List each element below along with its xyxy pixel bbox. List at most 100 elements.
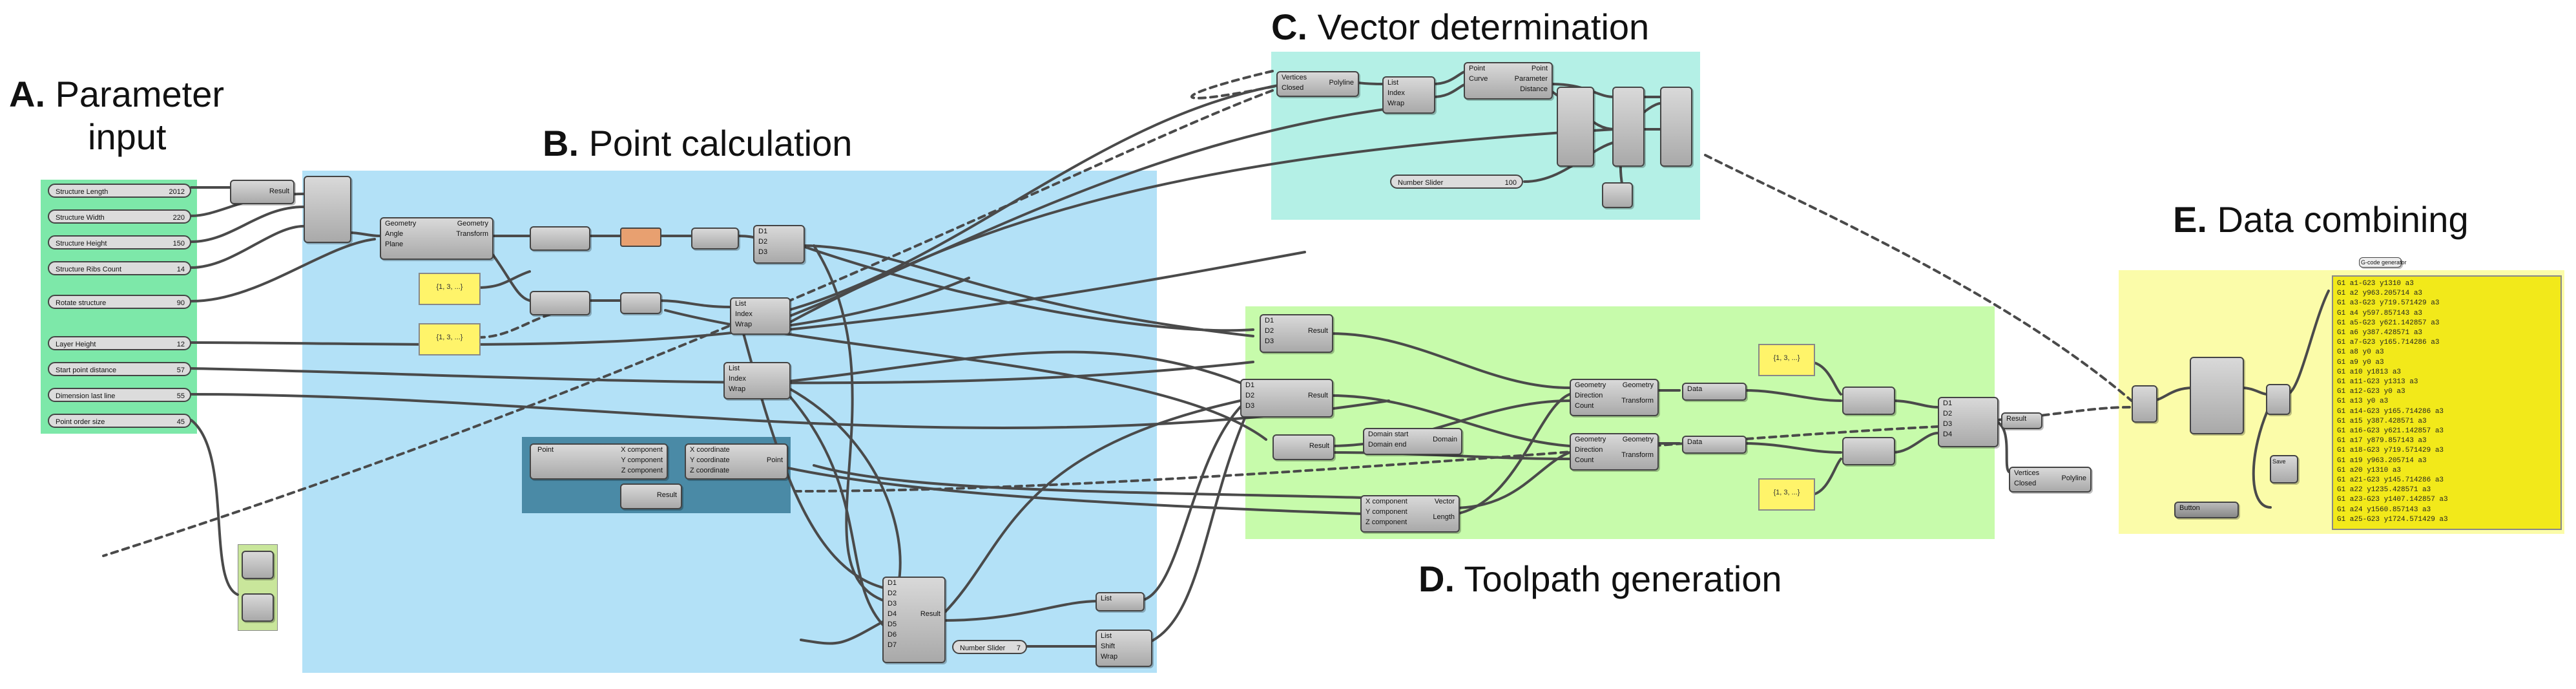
addition-component[interactable]: Result [620, 483, 682, 509]
vector-component-2[interactable] [1660, 87, 1692, 167]
flatten-data-component-1[interactable]: Data [1682, 383, 1747, 401]
wire [2285, 290, 2330, 396]
cluster-component[interactable] [242, 593, 274, 622]
wire [1136, 399, 1248, 602]
concatenate-component[interactable] [2132, 385, 2157, 423]
wire [190, 419, 239, 596]
negative-component[interactable] [1602, 182, 1633, 208]
port-d3: D3 [1943, 420, 1953, 428]
vector-component-1[interactable] [1612, 87, 1645, 167]
shift-list-component[interactable]: List Shift Wrap [1096, 630, 1152, 667]
divide-component-2[interactable] [530, 291, 590, 315]
deconstruct-vector-component[interactable]: Point X component Y component Z componen… [530, 443, 668, 480]
port-d3: D3 [1265, 337, 1274, 345]
header-c: C. Vector determination [1271, 9, 1649, 45]
curve-closest-point-component[interactable]: Point Curve Point Parameter Distance [1464, 62, 1553, 100]
curve-label: Curve [1469, 75, 1488, 83]
text-join-component[interactable] [2190, 357, 2244, 434]
slider-label: Number Slider [960, 644, 1006, 652]
merge-d4-component[interactable]: D1 D2 D3 D4 [1938, 397, 1999, 447]
data-label: Data [1687, 438, 1703, 446]
save-component[interactable]: Save [2270, 455, 2298, 483]
y-component-label: Y component [621, 456, 663, 464]
expression-component[interactable]: Result [230, 180, 295, 204]
panel-list-d1[interactable]: {1, 3, ...} [1758, 344, 1815, 376]
header-a-line2: input [88, 116, 167, 157]
cluster-component[interactable] [242, 551, 274, 579]
wire [1743, 442, 1842, 454]
wire [1743, 389, 1842, 402]
wire [800, 244, 1254, 332]
port-d2: D2 [758, 238, 768, 246]
rotate-component[interactable]: Geometry Angle Plane Geometry Transform [380, 217, 493, 260]
panel-list-1[interactable]: {1, 3, ...} [419, 273, 481, 305]
slider-value: 12 [176, 341, 185, 348]
divide-component-1[interactable] [530, 226, 590, 251]
wire [813, 464, 1364, 499]
plane-label: Plane [385, 240, 404, 248]
construct-plane-component[interactable] [304, 176, 351, 243]
construct-point-component[interactable]: X coordinate Y coordinate Z coordinate P… [685, 443, 788, 480]
addition-component-d[interactable]: Result [1272, 434, 1335, 460]
wire-dashed [1704, 154, 2133, 402]
construct-domain-component[interactable]: Domain start Domain end Domain [1363, 428, 1462, 455]
merge-d-component-d2[interactable]: D1 D2 D3 Result [1240, 379, 1333, 418]
wire-dashed [1190, 70, 1287, 100]
port-d2: D2 [1265, 327, 1274, 335]
polyline-component-d[interactable]: Vertices Closed Polyline [2009, 467, 2092, 493]
list-length-component[interactable]: List [1096, 592, 1145, 611]
button-component[interactable]: Button [2174, 502, 2239, 518]
transform-label: Transform [1621, 397, 1654, 405]
move-component-1[interactable]: Geometry Direction Count Geometry Transf… [1570, 379, 1659, 416]
flatten-data-component-2[interactable]: Data [1682, 436, 1747, 454]
list-item-c[interactable]: List Index Wrap [1382, 76, 1435, 114]
slider-value: 90 [176, 299, 185, 307]
dispatch-component-2[interactable] [1842, 437, 1895, 465]
vertices-label: Vertices [2014, 469, 2040, 477]
wrap-label: Wrap [1101, 653, 1118, 661]
move-component-2[interactable]: Geometry Direction Count Geometry Transf… [1570, 433, 1659, 471]
dispatch-component-1[interactable] [1842, 387, 1895, 415]
save-label: Save [2272, 458, 2286, 465]
merge-d-component[interactable]: D1 D2 D3 [753, 225, 805, 264]
port-d3: D3 [758, 248, 768, 256]
port-d6: D6 [888, 631, 897, 639]
polyline-label: Polyline [1329, 79, 1354, 87]
panel-list-d2[interactable]: {1, 3, ...} [1758, 478, 1815, 511]
wire [1891, 399, 1939, 408]
wire [800, 244, 1254, 337]
list-item-component-2[interactable]: List Index Wrap [723, 362, 791, 399]
merge-icon-1[interactable] [620, 228, 661, 247]
cull-component-2[interactable] [620, 292, 661, 314]
list-item-component-1[interactable]: List Index Wrap [730, 297, 791, 335]
gcode-title-tag: G-code generator [2359, 257, 2407, 268]
header-c-letter: C. [1271, 6, 1307, 47]
text-output-component[interactable] [2266, 384, 2290, 415]
panel-list-2[interactable]: {1, 3, ...} [419, 323, 481, 355]
cull-component-1[interactable] [691, 228, 739, 249]
gcode-line: G1 a4 y597.857143 a3 [2337, 309, 2423, 317]
distance-label: Distance [1520, 85, 1548, 93]
header-e: E. Data combining [2173, 202, 2469, 238]
vector-xyz-component[interactable]: X component Y component Z component Vect… [1360, 495, 1460, 533]
result-label: Result [2006, 415, 2027, 423]
slider-label: Structure Width [56, 214, 105, 222]
evaluate-component[interactable] [1557, 87, 1594, 167]
gcode-line: G1 a7-G23 y165.714286 a3 [2337, 339, 2440, 347]
merge-d-component-d1[interactable]: D1 D2 D3 Result [1260, 314, 1333, 353]
polyline-component-c[interactable]: Vertices Closed Polyline [1276, 71, 1359, 97]
merge-7-component[interactable]: D1 D2 D3 D4 D5 D6 D7 Result [882, 577, 946, 663]
shift-label: Shift [1101, 642, 1116, 650]
